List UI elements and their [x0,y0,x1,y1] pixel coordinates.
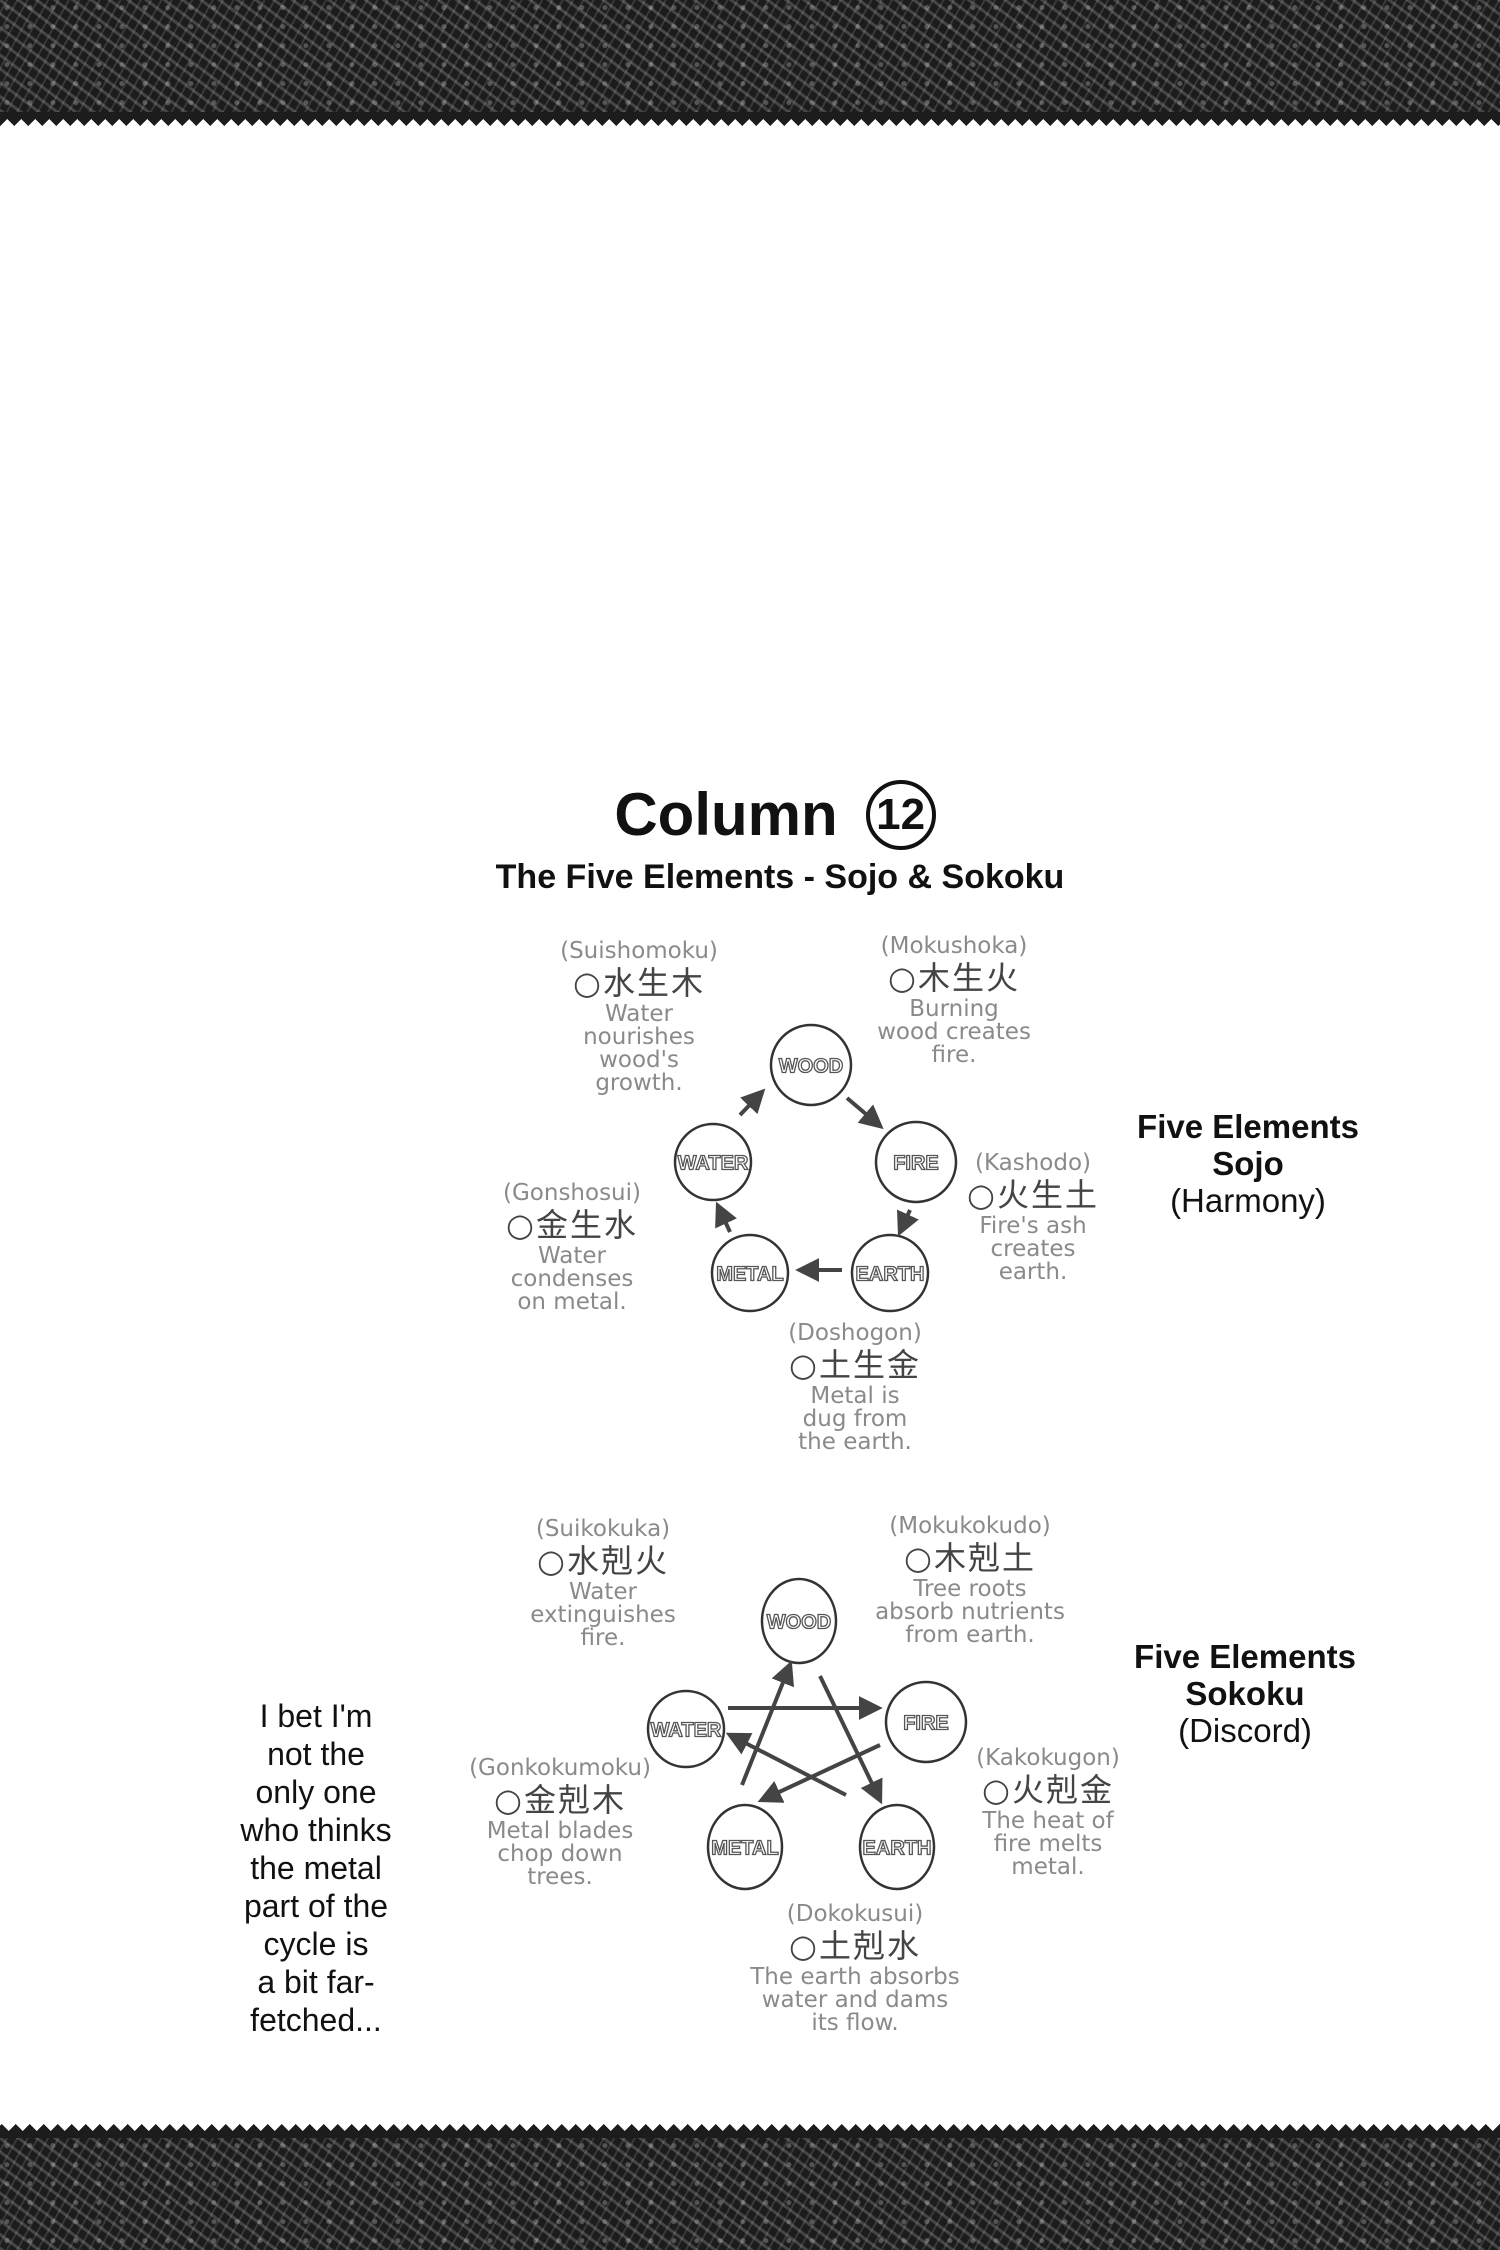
note-romaji: (Mokushoka) [880,933,1028,959]
sokoku-note-gonkokumoku: (Gonkokumoku) ○金剋木 Metal blades chop dow… [469,1757,651,1889]
top-border-texture [0,0,1500,126]
sokoku-note-mokukokudo: (Mokukokudo) ○木剋土 Tree roots absorb nutr… [875,1515,1065,1647]
note-kanji: ○土生金 [789,1346,921,1384]
sokoku-fire-circle [884,1680,968,1764]
sojo-note-gonshosui: (Gonshosui) ○金生水 Water condenses on meta… [503,1182,641,1314]
sojo-note-mokushoka: (Mokushoka) ○木生火 Burning wood creates fi… [877,935,1031,1067]
note-romaji: (Doshogon) [788,1320,922,1346]
note-romaji: (Kashodo) [974,1150,1092,1176]
sokoku-note-suikokuka: (Suikokuka) ○水剋火 Water extinguishes fire… [530,1518,676,1650]
sojo-note-suishomoku: (Suishomoku) ○水生木 Water nourishes wood's… [560,940,718,1095]
note-romaji: (Suishomoku) [560,938,718,964]
sojo-fire-circle [874,1120,958,1204]
note-kanji: ○木剋土 [904,1539,1036,1577]
sokoku-caption: Five Elements Sokoku (Discord) [1134,1638,1356,1749]
note-romaji: (Gonkokumoku) [469,1755,651,1781]
sokoku-name: Sokoku [1185,1675,1305,1712]
sojo-diagram [673,1023,958,1313]
sojo-caption: Five Elements Sojo (Harmony) [1137,1108,1359,1219]
arrow-wood-to-earth [818,1675,883,1805]
note-kanji: ○水剋火 [537,1542,669,1580]
note-description: The earth absorbs water and dams its flo… [750,1964,960,2036]
note-romaji: (Dokokusui) [786,1901,924,1927]
sojo-metal-circle [710,1233,790,1313]
note-kanji: ○火生土 [967,1176,1099,1214]
sojo-water-label: WATER [678,1152,749,1174]
note-description: Metal is dug from the earth. [798,1383,912,1455]
note-description: Water extinguishes fire. [530,1579,676,1651]
arrow-fire-to-metal [757,1743,881,1803]
sokoku-metal-label: METAL [711,1837,778,1859]
sokoku-water-circle [646,1689,726,1769]
note-kanji: ○火剋金 [982,1771,1114,1809]
sokoku-note-dokokusui: (Dokokusui) ○土剋水 The earth absorbs water… [750,1903,959,2035]
note-kanji: ○土剋水 [789,1927,921,1965]
note-romaji: (Mokukokudo) [889,1513,1051,1539]
sojo-meaning: (Harmony) [1170,1182,1326,1219]
sojo-metal-label: METAL [716,1263,783,1285]
sokoku-meaning: (Discord) [1178,1712,1312,1749]
sokoku-diagram [646,1577,968,1891]
title-text: Column [614,781,838,848]
sojo-note-doshogon: (Doshogon) ○土生金 Metal is dug from the ea… [788,1322,922,1454]
note-kanji: ○水生木 [573,964,705,1002]
arrow-water-to-wood [738,1088,766,1117]
sojo-note-kashodo: (Kashodo) ○火生土 Fire's ash creates earth. [967,1152,1099,1284]
arrow-earth-to-water [725,1732,847,1797]
author-aside-note: I bet I'm not the only one who thinks th… [240,1698,392,2038]
sojo-water-circle [673,1122,753,1202]
sokoku-wood-circle [760,1577,838,1665]
note-romaji: (Kakokugon) [976,1745,1120,1771]
sokoku-heading: Five Elements [1134,1638,1356,1675]
sokoku-fire-label: FIRE [903,1712,949,1734]
note-description: Burning wood creates fire. [877,996,1031,1068]
arrow-fire-to-earth [897,1209,919,1237]
arrow-metal-to-water [715,1201,737,1233]
sojo-earth-label: EARTH [856,1263,925,1285]
note-description: The heat of fire melts metal. [982,1808,1114,1880]
note-description: Tree roots absorb nutrients from earth. [875,1576,1065,1648]
sojo-wood-circle [769,1023,853,1107]
page-title: Column 12 [0,780,1500,854]
page-subtitle: The Five Elements - Sojo & Sokoku [495,858,1065,896]
note-kanji: ○木生火 [888,959,1020,997]
arrow-wood-to-fire [845,1096,884,1130]
sokoku-earth-circle [858,1803,936,1891]
note-description: Water condenses on metal. [510,1243,634,1315]
sojo-fire-label: FIRE [893,1152,939,1174]
sokoku-earth-label: EARTH [863,1837,932,1859]
note-romaji: (Suikokuka) [535,1516,671,1542]
note-kanji: ○金剋木 [494,1781,626,1819]
bottom-border-texture [0,2138,1500,2250]
note-description: Water nourishes wood's growth. [583,1001,695,1096]
note-kanji: ○金生水 [506,1206,638,1244]
sojo-earth-circle [850,1233,930,1313]
note-description: Metal blades chop down trees. [486,1818,634,1890]
note-description: Fire's ash creates earth. [979,1213,1087,1285]
sokoku-metal-circle [706,1803,784,1891]
arrow-metal-to-wood [740,1660,795,1786]
sokoku-note-kakokugon: (Kakokugon) ○火剋金 The heat of fire melts … [976,1747,1120,1879]
sojo-heading: Five Elements [1137,1108,1359,1145]
note-romaji: (Gonshosui) [503,1180,641,1206]
sojo-wood-label: WOOD [779,1055,843,1077]
sokoku-wood-label: WOOD [767,1611,831,1633]
column-number-badge: 12 [865,780,936,851]
sojo-name: Sojo [1212,1145,1284,1182]
sokoku-water-label: WATER [651,1719,722,1741]
